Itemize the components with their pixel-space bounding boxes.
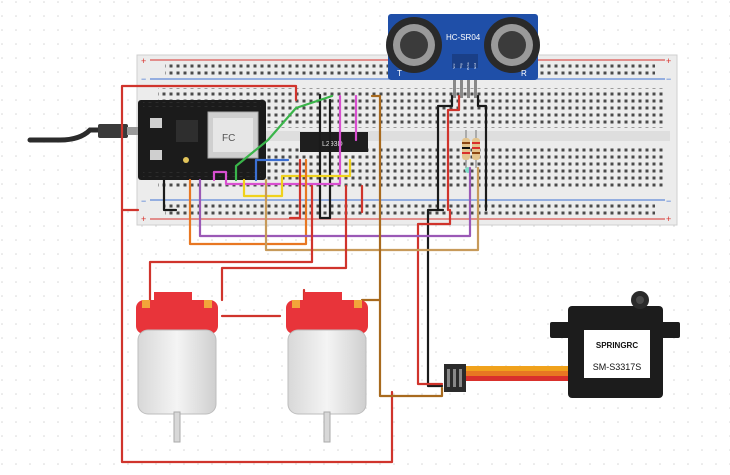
- wire-red-sensor-vcc: [446, 94, 461, 212]
- wire-red-driver: [288, 158, 302, 220]
- motor2-terminal-left: [292, 300, 300, 308]
- usb-serial-chip: [176, 120, 198, 142]
- wires: [120, 84, 488, 464]
- l293d-chip: [300, 132, 368, 152]
- wire-orange: [188, 158, 308, 246]
- servo-wire-gnd: [466, 376, 576, 381]
- wire-black-ground-1: [162, 178, 178, 212]
- servo-wire-vcc: [466, 371, 576, 376]
- rail-minus-tr: −: [666, 74, 671, 84]
- servo-wire-signal: [466, 366, 576, 371]
- wire-red-left-loop: [120, 208, 394, 464]
- l293d-driver: L293D: [300, 132, 368, 152]
- servo-motor: SPRINGRC SM-S3317S: [444, 291, 680, 398]
- sensor-pin-label: Trig: [459, 63, 463, 69]
- wire-yellow: [242, 158, 352, 198]
- sensor-pin-label: Echo: [466, 62, 470, 69]
- rail-plus-tl: +: [141, 56, 146, 66]
- esp-chip-mark: FC: [222, 133, 235, 144]
- servo-brand: SPRINGRC: [596, 341, 638, 350]
- sensor-pin-label: Gnd: [473, 63, 477, 69]
- motor2-terminal-right: [354, 300, 362, 308]
- wire-black-servo-gnd: [426, 208, 445, 388]
- wire-red-motor1-b: [220, 184, 348, 302]
- wire-black-sensor-gnd: [436, 94, 454, 212]
- l293d-label: L293D: [322, 141, 343, 148]
- wire-pink: [212, 94, 342, 186]
- dc-motor-1: [136, 292, 218, 443]
- wire-brown-servo-signal: [378, 298, 444, 398]
- wire-tan: [264, 166, 480, 252]
- dc-motor-2: [286, 292, 368, 443]
- motor2-shaft: [323, 411, 331, 443]
- sensor-t-mark: T: [397, 69, 402, 78]
- sensor-r-mark: R: [521, 69, 527, 78]
- resistor-2: [472, 130, 480, 168]
- center-channel: [150, 131, 670, 141]
- wire-black-sensor-gnd-2: [476, 94, 488, 212]
- rail-minus-br: −: [666, 196, 671, 206]
- sensor-label: HC-SR04: [446, 33, 481, 42]
- resistor-1: [462, 130, 470, 168]
- wire-green: [234, 94, 334, 182]
- wire-red-motor1-a: [148, 184, 314, 302]
- sensor-pin-label: Vcc: [452, 63, 456, 69]
- motor1-shaft: [173, 411, 181, 443]
- rail-minus-tl: −: [141, 74, 146, 84]
- wire-red-servo-vcc: [416, 208, 452, 386]
- wire-red-power: [120, 84, 298, 212]
- breadboard: + − + − − + − +: [136, 54, 678, 226]
- motor1-terminal-left: [142, 300, 150, 308]
- wire-blue: [254, 158, 290, 182]
- rail-plus-br: +: [666, 214, 671, 224]
- rail-plus-bl: +: [141, 214, 146, 224]
- wire-black-ground-2: [318, 93, 332, 220]
- usb-cable: [27, 124, 139, 143]
- nodemcu-board: FC: [138, 100, 266, 180]
- servo-model: SM-S3317S: [593, 362, 642, 372]
- rail-minus-bl: −: [141, 196, 146, 206]
- resistors: [462, 130, 480, 173]
- wire-purple: [198, 166, 472, 238]
- bottom-rail-holes: [165, 203, 655, 215]
- servo-label-plate: [584, 330, 650, 378]
- rail-plus-tr: +: [666, 56, 671, 66]
- wire-brown-motor: [360, 94, 382, 302]
- motor1-terminal-right: [204, 300, 212, 308]
- ultrasonic-sensor: HC-SR04 T R: [386, 14, 540, 98]
- reset-button: [150, 118, 162, 128]
- flash-button: [150, 150, 162, 160]
